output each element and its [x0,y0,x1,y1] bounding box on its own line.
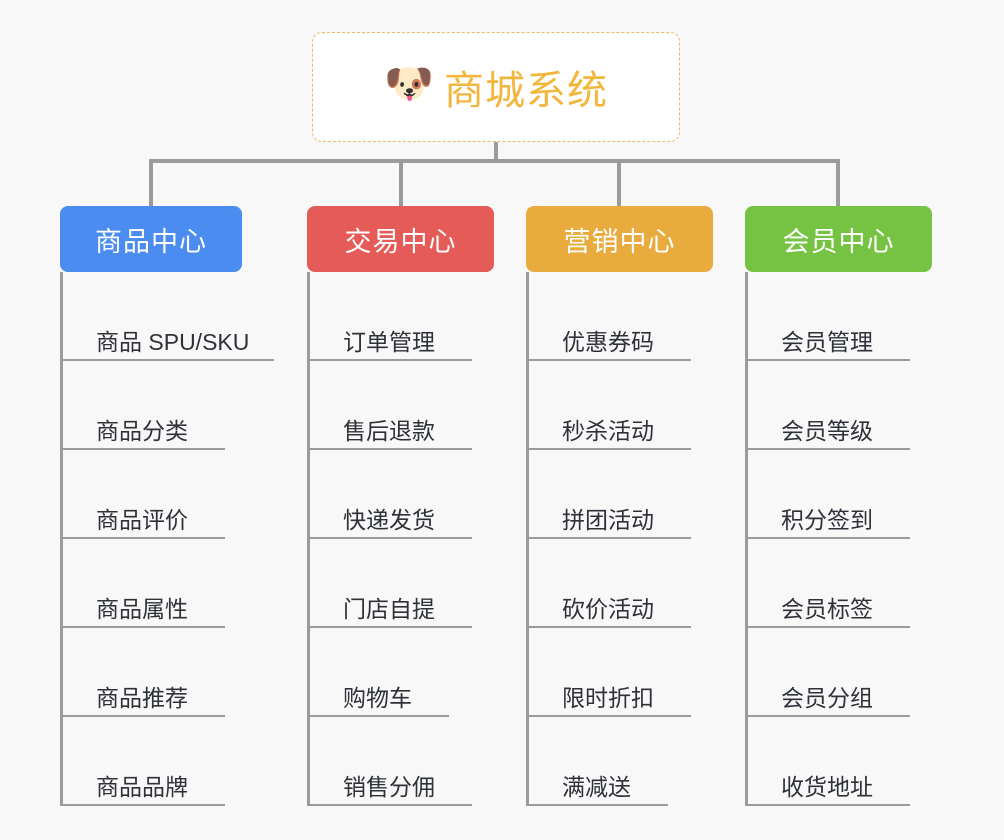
leaf-item[interactable]: 快递发货 [307,450,472,539]
branch-spine [60,272,63,806]
leaf-item[interactable]: 商品推荐 [60,628,225,717]
leaf-item[interactable]: 商品 SPU/SKU [60,272,274,361]
leaf-label: 收货地址 [781,773,873,800]
leaf-item[interactable]: 满减送 [526,717,668,806]
root-node[interactable]: 🐶 商城系统 [312,32,680,142]
leaf-label: 快递发货 [343,506,435,533]
branch-header-label: 交易中心 [344,226,457,257]
leaf-item[interactable]: 优惠券码 [526,272,691,361]
leaf-label: 售后退款 [343,417,435,444]
leaf-label: 销售分佣 [343,773,435,800]
branch-trade-center: 交易中心 订单管理 售后退款 快递发货 门店自提 购物车 销售分佣 [307,206,494,806]
branch-drop-connector-3 [617,159,621,206]
branch-header-trade-center[interactable]: 交易中心 [307,206,494,272]
leaf-label: 优惠券码 [562,328,654,355]
branch-spine [307,272,310,806]
leaf-label: 商品推荐 [96,684,188,711]
leaf-label: 购物车 [343,684,412,711]
branch-header-member-center[interactable]: 会员中心 [745,206,932,272]
leaf-item[interactable]: 订单管理 [307,272,472,361]
branch-member-center: 会员中心 会员管理 会员等级 积分签到 会员标签 会员分组 收货地址 [745,206,932,806]
leaf-item[interactable]: 商品属性 [60,539,225,628]
horizontal-bus-connector [149,159,840,163]
leaf-list-member-center: 会员管理 会员等级 积分签到 会员标签 会员分组 收货地址 [745,272,932,806]
leaf-label: 商品 SPU/SKU [96,328,250,355]
branch-header-label: 营销中心 [563,226,676,257]
leaf-item[interactable]: 收货地址 [745,717,910,806]
branch-spine [745,272,748,806]
branch-drop-connector-1 [149,159,153,206]
branch-drop-connector-2 [399,159,403,206]
leaf-item[interactable]: 限时折扣 [526,628,691,717]
leaf-label: 会员等级 [781,417,873,444]
leaf-label: 秒杀活动 [562,417,654,444]
branch-drop-connector-4 [836,159,840,206]
branch-marketing-center: 营销中心 优惠券码 秒杀活动 拼团活动 砍价活动 限时折扣 满减送 [526,206,713,806]
leaf-label: 门店自提 [343,595,435,622]
leaf-item[interactable]: 秒杀活动 [526,361,691,450]
leaf-item[interactable]: 积分签到 [745,450,910,539]
branch-header-label: 商品中心 [95,226,207,257]
branch-header-product-center[interactable]: 商品中心 [60,206,242,272]
leaf-item[interactable]: 商品品牌 [60,717,225,806]
leaf-item[interactable]: 会员标签 [745,539,910,628]
leaf-item[interactable]: 门店自提 [307,539,472,628]
leaf-item[interactable]: 销售分佣 [307,717,472,806]
leaf-label: 会员标签 [781,595,873,622]
branch-header-label: 会员中心 [782,226,895,257]
leaf-item[interactable]: 售后退款 [307,361,472,450]
leaf-item[interactable]: 会员管理 [745,272,910,361]
leaf-item[interactable]: 商品评价 [60,450,225,539]
branch-spine [526,272,529,806]
leaf-item[interactable]: 砍价活动 [526,539,691,628]
leaf-label: 会员分组 [781,684,873,711]
leaf-label: 积分签到 [781,506,873,533]
leaf-list-product-center: 商品 SPU/SKU 商品分类 商品评价 商品属性 商品推荐 商品品牌 [60,272,274,806]
leaf-item[interactable]: 购物车 [307,628,449,717]
root-node-title: 商城系统 [444,69,608,113]
branch-product-center: 商品中心 商品 SPU/SKU 商品分类 商品评价 商品属性 商品推荐 商品品牌 [60,206,274,806]
leaf-list-trade-center: 订单管理 售后退款 快递发货 门店自提 购物车 销售分佣 [307,272,494,806]
leaf-label: 商品分类 [96,417,188,444]
leaf-label: 会员管理 [781,328,873,355]
leaf-list-marketing-center: 优惠券码 秒杀活动 拼团活动 砍价活动 限时折扣 满减送 [526,272,713,806]
leaf-item[interactable]: 商品分类 [60,361,225,450]
leaf-label: 订单管理 [343,328,435,355]
root-stem-connector [494,142,498,163]
leaf-label: 商品属性 [96,595,188,622]
leaf-label: 满减送 [562,773,631,800]
leaf-item[interactable]: 会员等级 [745,361,910,450]
leaf-label: 商品品牌 [96,773,188,800]
leaf-label: 商品评价 [96,506,188,533]
dog-face-icon: 🐶 [384,62,434,106]
leaf-item[interactable]: 拼团活动 [526,450,691,539]
branch-header-marketing-center[interactable]: 营销中心 [526,206,713,272]
leaf-item[interactable]: 会员分组 [745,628,910,717]
leaf-label: 限时折扣 [562,684,654,711]
leaf-label: 砍价活动 [562,595,654,622]
leaf-label: 拼团活动 [562,506,654,533]
